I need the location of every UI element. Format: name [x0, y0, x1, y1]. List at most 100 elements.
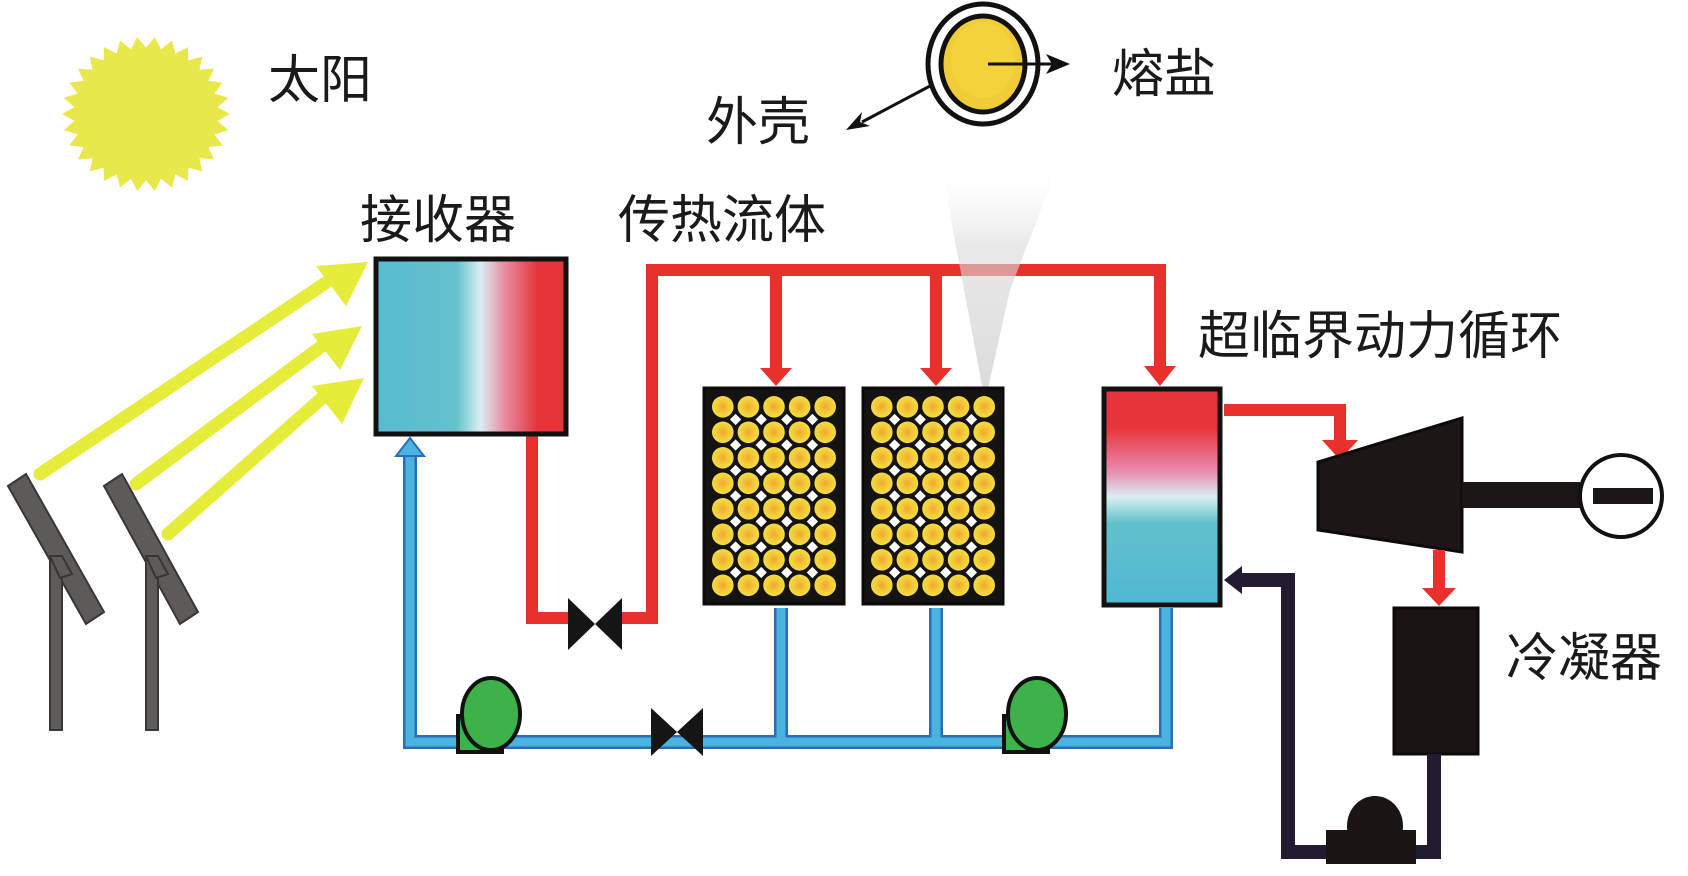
capsule-gap: [729, 413, 742, 426]
cold-pipe-arrowhead: [393, 436, 427, 457]
hot-pipe-arrowheads: [760, 366, 1176, 386]
capsule-gap: [914, 541, 926, 553]
capsule-gap: [755, 413, 767, 426]
cold-line-valve-icon: [651, 708, 703, 756]
capsule-gap: [729, 541, 742, 553]
condensate-pump-icon: [1326, 796, 1416, 864]
htf-pump-1-icon: [456, 676, 522, 754]
molten-salt-capsule: [814, 421, 836, 444]
capsule-gap: [781, 439, 793, 451]
molten-salt-capsule: [814, 498, 836, 520]
molten-salt-label: 熔盐: [1112, 45, 1216, 105]
capsule-gap: [781, 515, 793, 528]
working-fluid-arrowhead: [1224, 566, 1242, 594]
sun-icon: [62, 37, 230, 191]
molten-salt-capsule: [814, 447, 836, 469]
molten-salt-capsule: [871, 574, 893, 597]
molten-salt-capsule: [947, 396, 970, 418]
light-ray-arrowheads: [312, 262, 368, 424]
molten-salt-capsule: [922, 472, 944, 495]
capsule-gap: [965, 515, 978, 528]
capsule-gap: [940, 541, 952, 553]
molten-salt-capsule: [737, 396, 760, 418]
molten-salt-capsule: [922, 498, 944, 520]
capsule-gap: [781, 566, 793, 579]
shell-label: 外壳: [706, 93, 810, 153]
heliostat-2: [102, 472, 200, 731]
molten-salt-capsule: [763, 396, 785, 418]
capsule-gap: [806, 413, 819, 426]
capsule-gap: [914, 464, 926, 477]
molten-salt-capsule: [788, 396, 811, 418]
molten-salt-capsule: [973, 472, 995, 495]
molten-salt-capsule: [788, 421, 811, 444]
molten-salt-capsule: [712, 421, 734, 444]
capsule-gap: [940, 515, 952, 528]
molten-salt-capsule: [763, 447, 785, 469]
molten-salt-capsule: [712, 498, 734, 520]
capsule-gap: [940, 439, 952, 451]
capsule-gap: [940, 566, 952, 579]
molten-salt-capsule: [896, 574, 919, 597]
hot-htf-pipe: [526, 264, 1166, 624]
molten-salt-capsule: [973, 396, 995, 418]
molten-salt-capsule: [737, 472, 760, 495]
capsule-gap: [914, 515, 926, 528]
molten-salt-capsule: [896, 396, 919, 418]
cold-working-fluid-pipe: [1234, 573, 1441, 859]
molten-salt-capsule: [788, 523, 811, 546]
molten-salt-capsule: [763, 523, 785, 546]
capsule-gap: [965, 490, 978, 502]
molten-salt-capsule: [973, 421, 995, 444]
thermal-storage-tank-1: [702, 386, 846, 606]
molten-salt-capsule: [814, 396, 836, 418]
capsule-gap: [729, 566, 742, 579]
capsule-gap: [755, 541, 767, 553]
capsule-gap: [965, 541, 978, 553]
molten-salt-capsule: [737, 549, 760, 571]
molten-salt-capsule: [947, 549, 970, 571]
molten-salt-capsule: [871, 421, 893, 444]
capsule-gap: [940, 464, 952, 477]
capsule-gap: [888, 439, 901, 451]
turbine-exhaust-pipe: [1422, 550, 1456, 606]
molten-salt-capsule: [712, 447, 734, 469]
heat-exchanger: [1101, 386, 1223, 608]
molten-salt-capsule: [788, 549, 811, 571]
molten-salt-capsule: [763, 574, 785, 597]
capsule-gap: [806, 464, 819, 477]
molten-salt-capsule: [712, 396, 734, 418]
capsule-gap: [965, 413, 978, 426]
tank-body: [861, 386, 1005, 606]
capsule-gap: [781, 413, 793, 426]
condenser: [1392, 606, 1480, 756]
molten-salt-capsule: [788, 472, 811, 495]
capsule-gap: [729, 464, 742, 477]
capsule-gap: [806, 490, 819, 502]
hot-line-valve-icon: [568, 598, 622, 650]
capsule-gap: [781, 541, 793, 553]
capsule-gap: [729, 490, 742, 502]
capsule-gap: [940, 490, 952, 502]
molten-salt-capsule: [712, 523, 734, 546]
capsule-gap: [965, 566, 978, 579]
shell-pointer-arrow: [846, 84, 931, 130]
capsule-gap: [888, 413, 901, 426]
capsule-gap: [755, 490, 767, 502]
thermal-storage-tank-2: [861, 386, 1005, 606]
tank-body: [702, 386, 846, 606]
molten-salt-capsule: [947, 523, 970, 546]
turbine-shaft: [1462, 482, 1580, 508]
molten-salt-capsule: [973, 574, 995, 597]
turbine-icon: [1316, 415, 1464, 554]
molten-salt-capsule: [737, 447, 760, 469]
capsule-gap: [755, 464, 767, 477]
condenser-label: 冷凝器: [1506, 629, 1662, 689]
capsule-gap: [965, 439, 978, 451]
molten-salt-capsule: [788, 498, 811, 520]
capsule-gap: [755, 439, 767, 451]
receiver-label: 接收器: [360, 191, 516, 251]
capsule-gap: [781, 464, 793, 477]
htf-pump-2-icon: [1002, 676, 1068, 754]
